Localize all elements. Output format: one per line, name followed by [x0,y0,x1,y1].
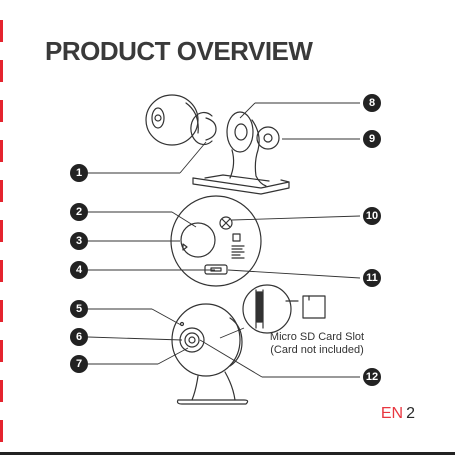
camera-back-drawing [171,196,261,286]
callout-12: 12 [363,368,381,386]
stand-drawing [193,112,289,194]
callout-8: 8 [363,94,381,112]
callout-3: 3 [70,232,88,250]
callout-10: 10 [363,207,381,225]
adhesive-pad-drawing [257,127,279,149]
sd-card-caption: Micro SD Card Slot (Card not included) [262,331,372,357]
sd-card-note: (Card not included) [262,344,372,357]
assembled-camera-drawing [172,304,248,404]
callout-7: 7 [70,355,88,373]
sd-card-label: Micro SD Card Slot [262,331,372,344]
language-code: EN [381,405,403,422]
callout-2: 2 [70,203,88,221]
camera-ball-drawing [146,95,198,145]
sd-card-closeup [243,285,325,333]
callout-11: 11 [363,269,381,287]
magnetic-mount-drawing [191,113,216,145]
callout-1: 1 [70,164,88,182]
callout-4: 4 [70,261,88,279]
callout-5: 5 [70,300,88,318]
callout-9: 9 [363,130,381,148]
callout-6: 6 [70,328,88,346]
page-number: 2 [406,405,415,422]
